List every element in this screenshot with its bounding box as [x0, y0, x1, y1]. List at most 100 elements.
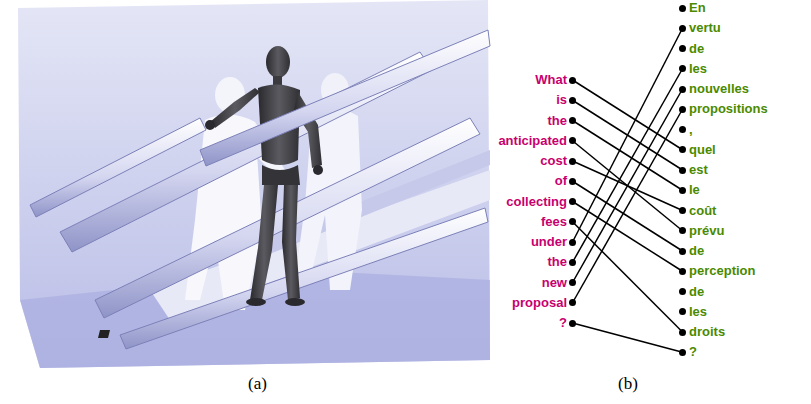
word-label: quel [689, 142, 716, 158]
french-word: vertu [679, 20, 721, 36]
word-label: propositions [689, 101, 768, 117]
alignment-dot [679, 288, 686, 295]
word-label: proposal [512, 295, 567, 311]
alignment-dot [569, 97, 576, 104]
alignment-link [573, 121, 683, 191]
alignment-dot [569, 158, 576, 165]
french-word: droits [679, 324, 725, 340]
word-label: the [548, 113, 568, 129]
alignment-dot [679, 167, 686, 174]
word-label: est [689, 162, 708, 178]
alignment-link [573, 202, 683, 272]
alignment-dot [679, 45, 686, 52]
french-word: de [679, 41, 704, 57]
word-label: is [556, 92, 567, 108]
alignment-dot [679, 329, 686, 336]
french-word: est [679, 162, 708, 178]
english-word: ? [559, 315, 576, 331]
word-label: ? [559, 315, 567, 331]
word-label: What [535, 72, 567, 88]
alignment-dot [679, 187, 686, 194]
english-word: collecting [506, 194, 576, 210]
word-label: collecting [506, 194, 567, 210]
french-word: En [679, 0, 706, 16]
word-label: nouvelles [689, 81, 749, 97]
french-word: les [679, 304, 707, 320]
french-word: de [679, 243, 704, 259]
word-label: le [689, 182, 700, 198]
word-label: new [542, 275, 567, 291]
french-word: propositions [679, 101, 768, 117]
english-word: is [556, 92, 576, 108]
alignment-dot [569, 77, 576, 84]
alignment-dot [679, 227, 686, 234]
alignment-dot [569, 239, 576, 246]
french-word: quel [679, 142, 716, 158]
alignment-dot [569, 259, 576, 266]
word-label: de [689, 284, 704, 300]
alignment-link [573, 109, 683, 303]
alignment-dot [679, 248, 686, 255]
english-word: under [531, 234, 576, 250]
alignment-dot [679, 5, 686, 12]
alignment-link [573, 89, 683, 283]
alignment-link [573, 222, 683, 332]
alignment-dot [679, 86, 686, 93]
word-label: coût [689, 203, 716, 219]
alignment-dot [569, 279, 576, 286]
alignment-link [573, 28, 683, 242]
english-word: fees [541, 214, 576, 230]
alignment-dot [679, 25, 686, 32]
subfigure-label: (a) [248, 374, 267, 394]
french-word: prévu [679, 223, 724, 239]
english-word: of [555, 173, 576, 189]
word-label: droits [689, 324, 725, 340]
alignment-dot [569, 198, 576, 205]
alignment-dot [679, 126, 686, 133]
word-label: de [689, 243, 704, 259]
word-label: cost [540, 153, 567, 169]
rendered-scene [0, 0, 500, 372]
word-label: En [689, 0, 706, 16]
word-label: , [689, 122, 693, 138]
french-word: , [679, 122, 693, 138]
alignment-dot [569, 178, 576, 185]
word-label: of [555, 173, 567, 189]
english-word: What [535, 72, 576, 88]
word-label: ? [689, 344, 697, 360]
english-word: proposal [512, 295, 576, 311]
french-word: nouvelles [679, 81, 749, 97]
word-label: anticipated [498, 133, 567, 149]
word-label: vertu [689, 20, 721, 36]
word-label: fees [541, 214, 567, 230]
french-word: perception [679, 263, 755, 279]
word-label: perception [689, 263, 755, 279]
alignment-dot [679, 146, 686, 153]
english-word: anticipated [498, 133, 576, 149]
french-word: ? [679, 344, 697, 360]
english-word: cost [540, 153, 576, 169]
word-label: les [689, 304, 707, 320]
alignment-dot [569, 137, 576, 144]
alignment-dot [679, 268, 686, 275]
english-word: new [542, 275, 576, 291]
french-word: les [679, 61, 707, 77]
alignment-dot [679, 207, 686, 214]
english-word: the [548, 254, 577, 270]
alignment-link [573, 69, 683, 263]
alignment-link [573, 181, 683, 251]
english-word: the [548, 113, 577, 129]
french-word: coût [679, 203, 716, 219]
alignment-dot [569, 218, 576, 225]
subfigure-label: (b) [618, 374, 638, 394]
alignment-dot [569, 299, 576, 306]
french-word: le [679, 182, 700, 198]
alignment-link [573, 323, 683, 352]
alignment-dot [569, 320, 576, 327]
alignment-dot [569, 117, 576, 124]
alignment-dot [679, 106, 686, 113]
word-label: prévu [689, 223, 724, 239]
word-label: de [689, 41, 704, 57]
french-word: de [679, 284, 704, 300]
